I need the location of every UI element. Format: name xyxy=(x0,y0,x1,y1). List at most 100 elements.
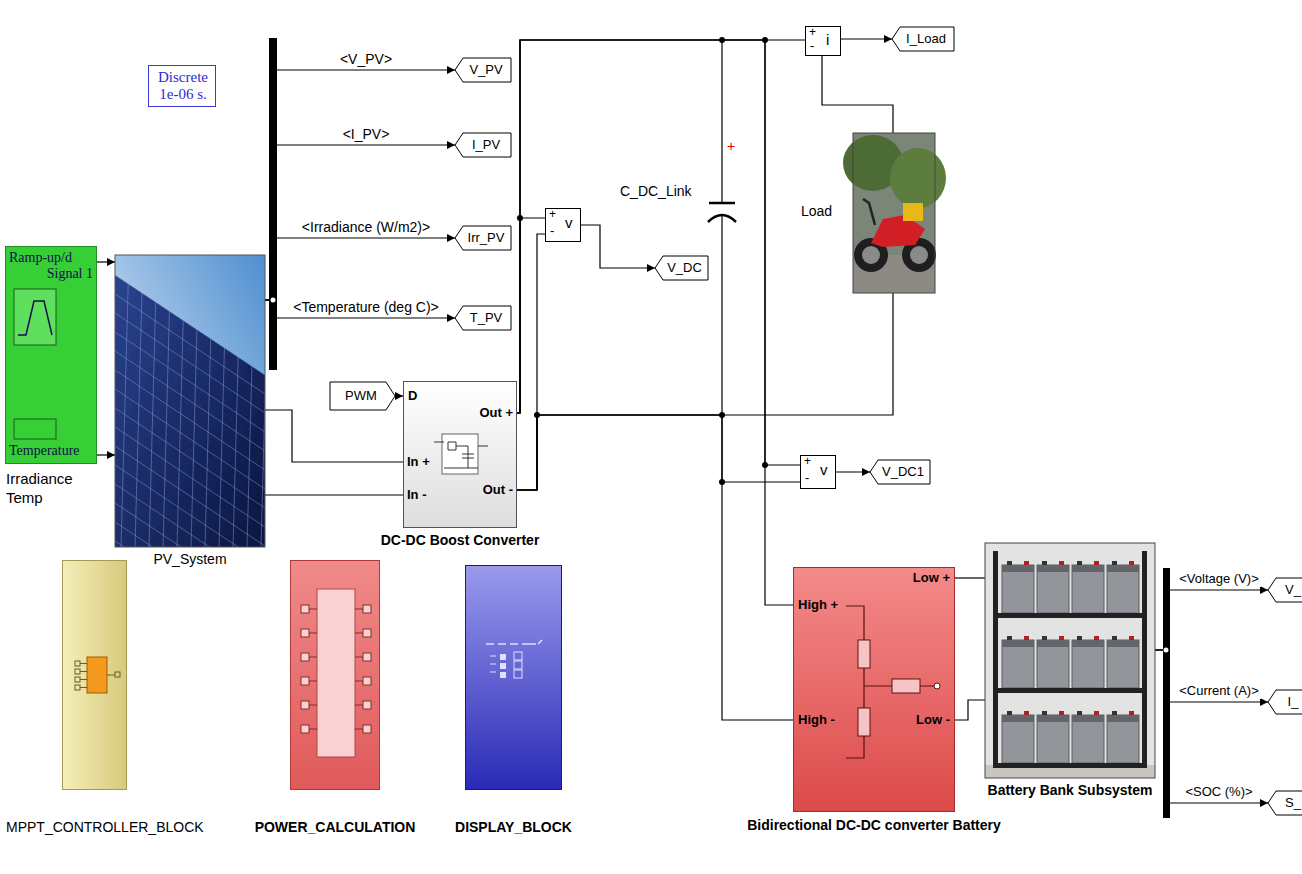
signal-line xyxy=(581,225,655,268)
battery-lid xyxy=(1107,640,1139,647)
block-graphic xyxy=(115,255,265,547)
rack-shelf xyxy=(993,763,1147,768)
capacitor-plate xyxy=(709,202,735,205)
bus-selector-bar xyxy=(269,38,277,370)
cell-line xyxy=(115,484,265,584)
bus-selector-bar xyxy=(1163,568,1170,818)
polarity-sign: + xyxy=(809,26,816,40)
voltage-measurement: +v- xyxy=(800,455,836,489)
port-wire xyxy=(355,729,363,730)
polarity-sign: - xyxy=(805,471,809,486)
block-name: MPPT_CONTROLLER_BLOCK xyxy=(6,819,204,835)
signal-line xyxy=(97,454,115,455)
battery-terminal xyxy=(1024,561,1029,565)
solver-config-block: Discrete 1e-06 s. xyxy=(148,65,216,107)
signal-name: Ramp-up/d xyxy=(9,250,72,266)
signal-line xyxy=(1155,650,1268,702)
battery-lid xyxy=(1002,640,1034,647)
goto-tag-shape xyxy=(455,133,511,157)
port-wire xyxy=(107,675,115,676)
battery-terminal xyxy=(1129,711,1134,715)
display-block: DISPLAY_BLOCK xyxy=(465,565,562,790)
battery-unit xyxy=(1107,565,1139,613)
block-frame xyxy=(115,255,265,547)
goto-tag-shape xyxy=(870,460,930,484)
port-wire xyxy=(355,657,363,658)
block-graphic xyxy=(63,561,128,791)
port-label: Out + xyxy=(479,406,513,421)
block-graphic xyxy=(291,561,381,791)
port-symbol xyxy=(363,629,371,637)
battery-terminal xyxy=(1007,711,1012,715)
rack-post xyxy=(993,551,998,767)
block-name: Battery Bank Subsystem xyxy=(988,782,1153,798)
goto-tag-shape xyxy=(455,226,511,250)
battery-unit xyxy=(1072,640,1104,688)
port-wire xyxy=(355,681,363,682)
port-symbol xyxy=(301,653,309,661)
power-wire xyxy=(822,56,893,133)
rim xyxy=(862,246,880,264)
battery-lid xyxy=(1037,715,1069,722)
cell-line xyxy=(115,503,265,603)
cell-line xyxy=(115,465,265,565)
measure-symbol: v xyxy=(820,461,828,478)
cell-line xyxy=(115,294,265,394)
port-symbol xyxy=(363,605,371,613)
junction-dot xyxy=(534,412,540,418)
component-name: C_DC_Link xyxy=(620,183,692,199)
signal-label: <Voltage (V)> xyxy=(1177,572,1261,587)
battery-unit xyxy=(1037,640,1069,688)
goto-tag-shape xyxy=(455,58,511,82)
battery-terminal xyxy=(1112,711,1117,715)
rack-shelf xyxy=(993,688,1147,693)
port-label: Low - xyxy=(916,713,950,728)
signal-name: Temperature xyxy=(9,443,80,459)
power-wire xyxy=(517,234,545,490)
port-label: In - xyxy=(407,488,427,503)
signal-line xyxy=(841,38,892,39)
port-symbol xyxy=(75,685,80,690)
battery-lid xyxy=(1107,715,1139,722)
goto-tag: I_PV xyxy=(455,133,511,157)
port-symbol xyxy=(363,725,371,733)
battery-terminal xyxy=(1059,711,1064,715)
tag-name: S_ xyxy=(1278,791,1302,815)
battery-bank-block: Battery Bank Subsystem xyxy=(985,543,1155,778)
battery-terminal xyxy=(1007,636,1012,640)
measure-symbol: v xyxy=(565,214,573,231)
block-graphic xyxy=(985,543,1155,778)
cell-line xyxy=(149,255,157,547)
icon-frame xyxy=(14,419,56,439)
power-wire xyxy=(517,40,805,413)
signal-line xyxy=(836,471,870,472)
bidirectional-converter-block: High +High -Low +Low -Bidirectional DC-D… xyxy=(793,567,955,812)
tag-name: V_PV xyxy=(465,58,507,82)
circuit-icon xyxy=(434,442,478,468)
block-name: DC-DC Boost Converter xyxy=(381,532,540,548)
sky-background xyxy=(115,255,265,547)
power-calculation-block: POWER_CALCULATION xyxy=(290,560,380,790)
resistor-symbol xyxy=(892,679,920,693)
ramp-waveform xyxy=(18,301,52,335)
junction-dot xyxy=(762,37,768,43)
goto-tag: Irr_PV xyxy=(455,226,511,250)
cell-line xyxy=(115,351,265,451)
battery-lid xyxy=(1072,715,1104,722)
solver-setting: Discrete 1e-06 s. xyxy=(149,69,217,103)
battery-terminal xyxy=(1042,561,1047,565)
port-symbol xyxy=(301,677,309,685)
power-wire xyxy=(955,577,985,578)
battery-terminal xyxy=(1042,636,1047,640)
port-wire xyxy=(355,633,363,634)
signal-line xyxy=(265,145,455,300)
terminal-symbol xyxy=(934,683,940,689)
battery-lid xyxy=(1072,640,1104,647)
cell-line xyxy=(247,255,255,547)
battery-terminal xyxy=(1129,636,1134,640)
cell-line xyxy=(191,255,199,547)
battery-terminal xyxy=(1129,561,1134,565)
cell-line xyxy=(115,313,265,413)
voltage-measurement: +v- xyxy=(545,208,581,242)
